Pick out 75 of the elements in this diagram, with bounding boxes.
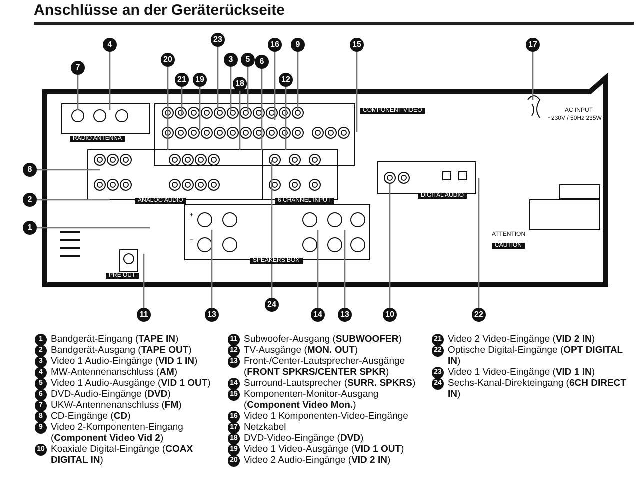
leader-line: [167, 67, 169, 150]
legend-text: Video 1 Video-Eingänge (VID 1 IN): [448, 367, 596, 378]
legend-text: Front-/Center-Lautsprecher-Ausgänge (FRONT SPKRS/CENTER SPKR): [244, 356, 406, 378]
legend-text: Surround-Lautsprecher (SURR. SPKRS): [244, 378, 417, 389]
legend-text: Koaxiale Digital-Eingänge (COAX DIGITAL IN): [51, 444, 194, 466]
legend-text: Bandgerät-Ausgang (TAPE OUT): [51, 345, 193, 356]
legend-text: DVD-Video-Eingänge (DVD): [244, 433, 365, 444]
legend-text: Video 2 Audio-Eingänge (VID 2 IN): [244, 455, 392, 466]
leader-line: [217, 47, 219, 110]
callout-number: 18: [233, 77, 247, 91]
legend-text: Video 1 Video-Ausgänge (VID 1 OUT): [244, 444, 406, 455]
legend-text: Netzkabel: [244, 422, 288, 433]
legend-text: TV-Ausgänge (MON. OUT): [244, 345, 360, 356]
callout-number: 8: [23, 163, 37, 177]
leader-line: [143, 254, 145, 308]
legend-text: Subwoofer-Ausgang (SUBWOOFER): [244, 334, 403, 345]
callout-number: 14: [311, 308, 325, 322]
legend-text: Bandgerät-Eingang (TAPE IN): [51, 334, 180, 345]
leader-line: [389, 184, 391, 308]
leader-line: [199, 87, 201, 130]
leader-line: [211, 230, 213, 308]
callout-number: 19: [193, 73, 207, 87]
leader-line: [274, 52, 276, 120]
leader-line: [37, 227, 150, 229]
leader-line: [181, 87, 183, 115]
legend-text: Video 1 Audio-Ausgänge (VID 1 OUT): [51, 378, 212, 389]
legend-text: Optische Digital-Eingänge (OPT DIGITAL IN): [448, 345, 624, 367]
callout-number: 23: [211, 33, 225, 47]
callout-number: 1: [23, 221, 37, 235]
callout-number: 4: [103, 38, 117, 52]
legend-text: MW-Antennenanschluss (AM): [51, 367, 179, 378]
legend-text: UKW-Antennenanschluss (FM): [51, 400, 183, 411]
legend-text: Video 1 Audio-Eingänge (VID 1 IN): [51, 356, 199, 367]
callout-number: 12: [279, 73, 293, 87]
callout-number: 22: [472, 308, 486, 322]
callout-number: 17: [526, 38, 540, 52]
callout-number: 20: [161, 53, 175, 67]
leader-line: [239, 91, 241, 150]
legend-text: CD-Eingänge (CD): [51, 411, 132, 422]
leader-line: [317, 230, 319, 308]
callout-number: 13: [338, 308, 352, 322]
callout-number: 11: [137, 308, 151, 322]
leader-line: [271, 160, 273, 298]
legend-text: DVD-Audio-Eingänge (DVD): [51, 389, 172, 400]
leader-line: [77, 75, 79, 110]
leader-line: [247, 67, 249, 112]
legend-text: Video 2 Video-Eingänge (VID 2 IN): [448, 334, 596, 345]
page-title: Anschlüsse an der Geräterückseite: [34, 2, 285, 19]
leader-line: [37, 199, 110, 201]
callout-number: 6: [255, 55, 269, 69]
callout-number: 13: [205, 308, 219, 322]
callout-number: 5: [241, 53, 255, 67]
leader-line: [297, 52, 299, 110]
callout-number: 16: [268, 38, 282, 52]
callout-number: 21: [175, 73, 189, 87]
leader-line: [532, 52, 534, 100]
callout-number: 2: [23, 193, 37, 207]
leader-line: [285, 87, 287, 150]
callout-number: 9: [291, 38, 305, 52]
legend-text: Sechs-Kanal-Direkteingang (6CH DIRECT IN): [448, 378, 628, 400]
callout-number: 3: [224, 53, 238, 67]
callout-number: 15: [350, 38, 364, 52]
leader-line: [261, 69, 263, 150]
leader-line: [356, 52, 358, 132]
callout-number: 24: [265, 298, 279, 312]
leader-line: [37, 169, 100, 171]
legend-text: Komponenten-Monitor-Ausgang (Component Video Mon.): [244, 389, 380, 411]
callout-number: 10: [383, 308, 397, 322]
legend-text: Video 1 Komponenten-Video-Eingänge: [244, 411, 410, 422]
leader-line: [109, 52, 111, 110]
callout-number: 7: [71, 61, 85, 75]
leader-line: [344, 230, 346, 308]
leader-line: [478, 178, 480, 308]
legend-text: Video 2-Komponenten-Eingang (Component Video Vid 2): [51, 422, 184, 444]
leader-line: [230, 67, 232, 112]
